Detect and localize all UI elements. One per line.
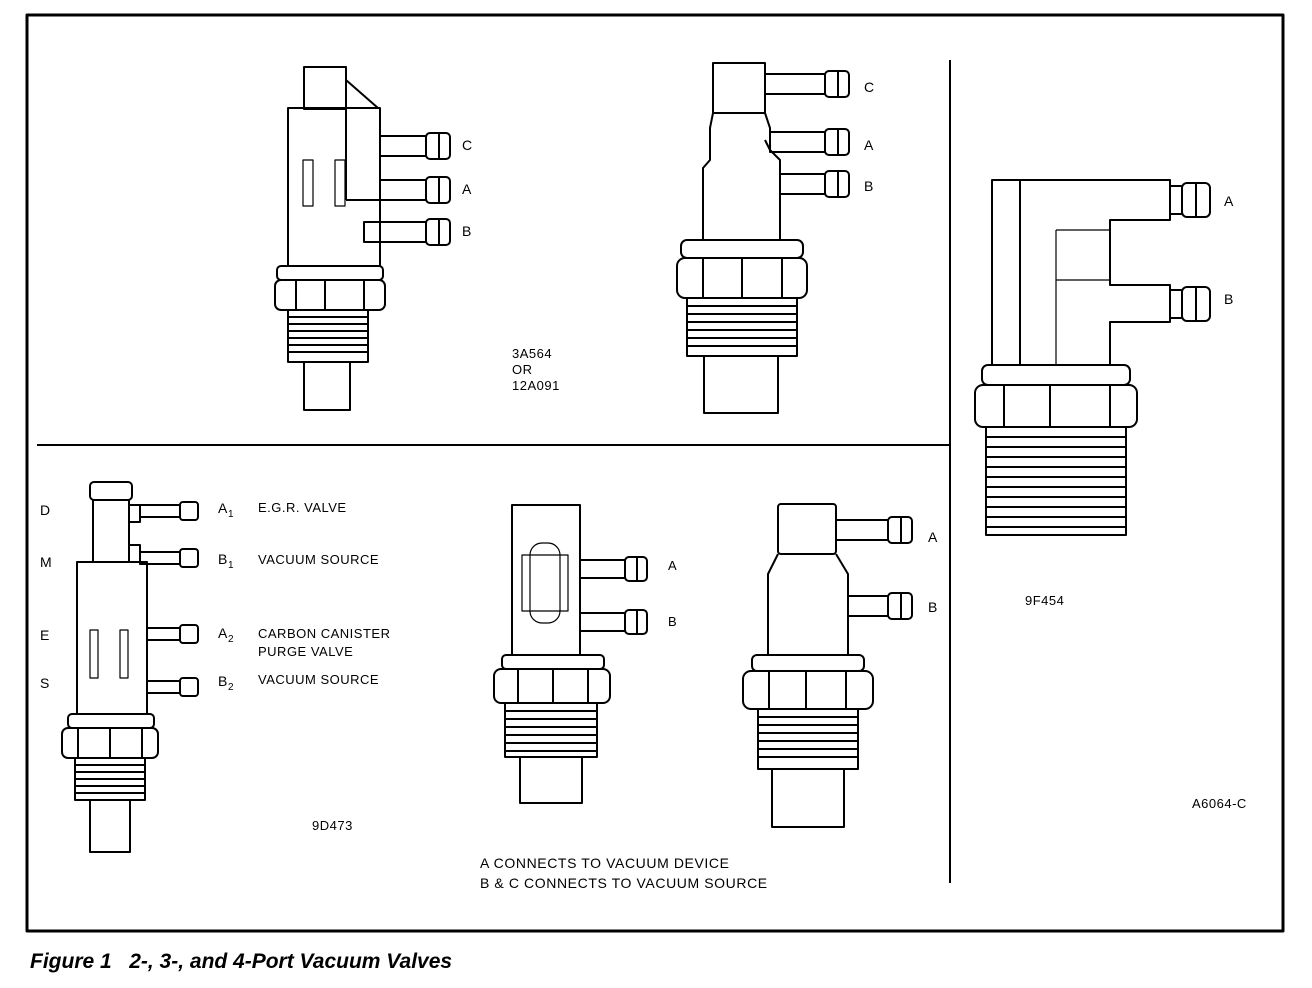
top-center-port-c-label: C — [864, 79, 875, 95]
valve-two-port-left — [493, 504, 648, 804]
part-number-12a091: 12A091 — [512, 378, 560, 393]
note-bc-connects: B & C CONNECTS TO VACUUM SOURCE — [480, 875, 768, 891]
valve-top-left — [274, 66, 451, 411]
port-b1-desc: VACUUM SOURCE — [258, 552, 379, 567]
side-letter-s: S — [40, 675, 50, 691]
figure-frame — [25, 13, 1285, 933]
port-b2-desc: VACUUM SOURCE — [258, 672, 379, 687]
two-port-left-b-label: B — [668, 614, 677, 629]
drawing-id: A6064-C — [1192, 796, 1247, 811]
part-number-9f454: 9F454 — [1025, 593, 1064, 608]
two-port-left-a-label: A — [668, 558, 677, 573]
part-number-or: OR — [512, 362, 533, 377]
caption-title: 2-, 3-, and 4-Port Vacuum Valves — [129, 950, 453, 973]
figure-caption: Figure 1 2-, 3-, and 4-Port Vacuum Valve… — [30, 950, 452, 974]
right-port-a-label: A — [1224, 193, 1234, 209]
port-a1-code: A1 — [218, 500, 234, 520]
right-port-b-label: B — [1224, 291, 1234, 307]
port-b2-code: B2 — [218, 673, 234, 693]
port-b1-code: B1 — [218, 551, 234, 571]
part-number-9d473: 9D473 — [312, 818, 353, 833]
valve-four-port — [61, 481, 199, 853]
top-center-port-b-label: B — [864, 178, 874, 194]
side-letter-e: E — [40, 627, 50, 643]
port-a2-desc-line2: PURGE VALVE — [258, 644, 353, 659]
port-a2-code: A2 — [218, 625, 234, 645]
valve-two-port-right — [742, 503, 913, 828]
two-port-right-a-label: A — [928, 529, 938, 545]
top-left-port-a-label: A — [462, 181, 472, 197]
part-number-3a564: 3A564 — [512, 346, 552, 361]
top-center-port-a-label: A — [864, 137, 874, 153]
caption-number: Figure 1 — [30, 950, 112, 973]
top-left-port-c-label: C — [462, 137, 473, 153]
port-a1-desc: E.G.R. VALVE — [258, 500, 347, 515]
valve-top-center — [676, 62, 850, 414]
side-letter-d: D — [40, 502, 51, 518]
two-port-right-b-label: B — [928, 599, 938, 615]
note-a-connects: A CONNECTS TO VACUUM DEVICE — [480, 855, 730, 871]
top-left-port-b-label: B — [462, 223, 472, 239]
valve-right — [974, 179, 1211, 536]
port-a2-desc: CARBON CANISTER — [258, 626, 390, 641]
side-letter-m: M — [40, 554, 52, 570]
